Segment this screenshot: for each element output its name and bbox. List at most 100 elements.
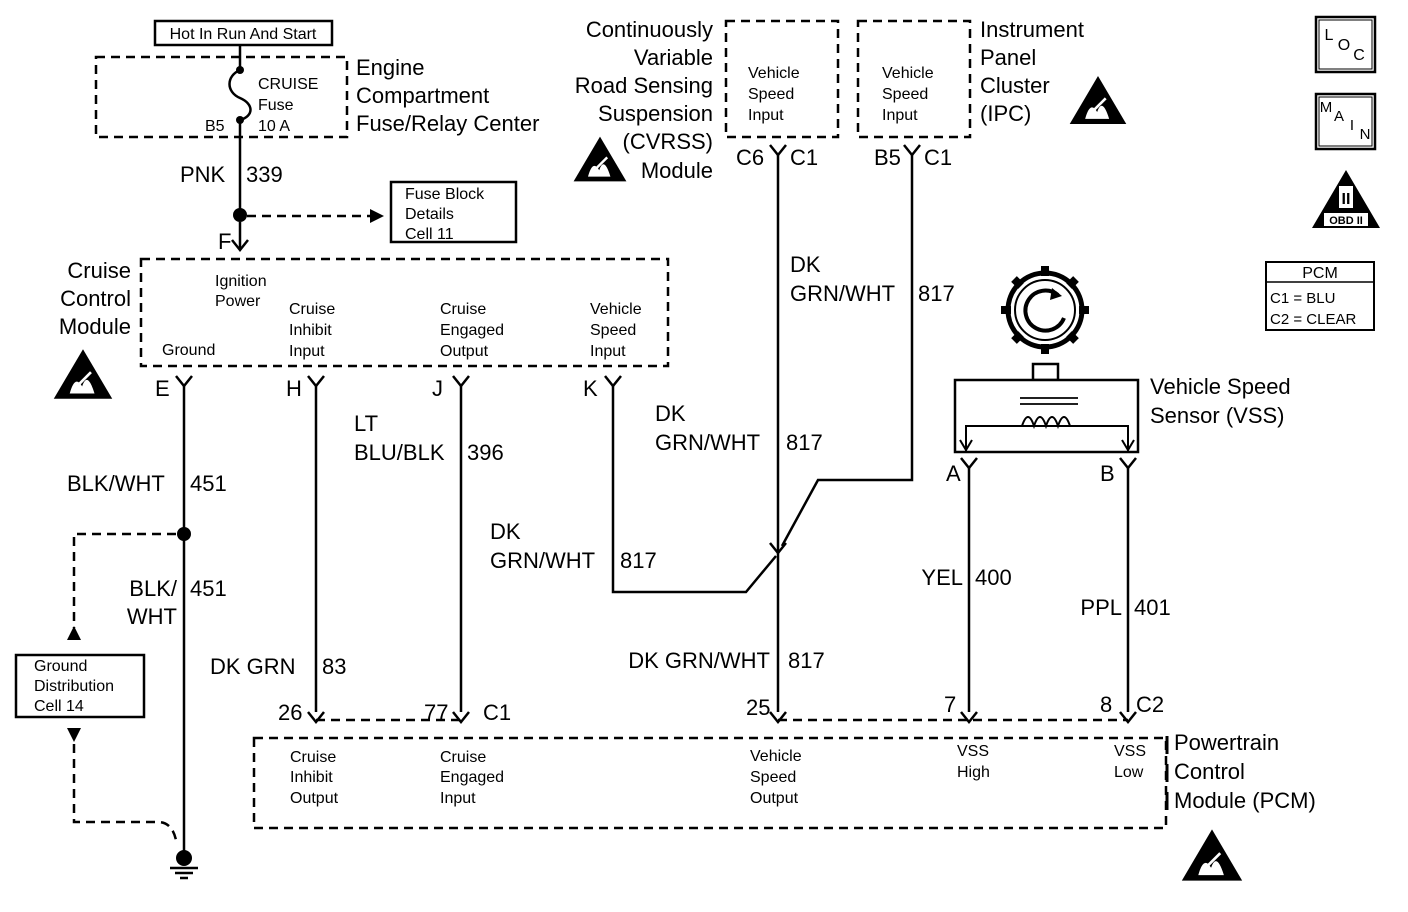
- pcm-connector-legend: PCM C1 = BLU C2 = CLEAR: [1265, 261, 1375, 331]
- ipc-inner-1: Vehicle: [882, 65, 934, 82]
- ref-line-1: Fuse Block: [405, 186, 485, 203]
- vss-pin-b: B: [1100, 461, 1115, 486]
- fuse-relay-center: Hot In Run And Start CRUISE Fuse 10 A B5…: [94, 19, 539, 215]
- cvrss-title-5: (CVRSS): [623, 129, 713, 154]
- vss-gear-icon: [1001, 266, 1089, 354]
- wire-label-blk-wht: BLK/WHT: [67, 471, 165, 496]
- ipc-title-3: Cluster: [980, 73, 1050, 98]
- cvrss-title-4: Suspension: [598, 101, 713, 126]
- ipc-pin-b5: B5: [874, 145, 901, 170]
- pcm-inhibit-1: Cruise: [290, 749, 336, 766]
- wire-circuit-401: 401: [1134, 595, 1171, 620]
- fuse-center-title-3: Fuse/Relay Center: [356, 111, 539, 136]
- ccm-engaged-3: Output: [440, 343, 489, 360]
- pcm-engaged-3: Input: [440, 790, 476, 807]
- arrow-down-icon: [67, 728, 81, 742]
- ipc-title-2: Panel: [980, 45, 1036, 70]
- main-label: MAIN: [1320, 99, 1371, 143]
- pcm-conn-c1: C1: [483, 700, 511, 725]
- fuse-block-details-ref[interactable]: Fuse Block Details Cell 11: [389, 180, 518, 244]
- pcm-title-3: Module (PCM): [1174, 788, 1316, 813]
- legend-pcm-c1: C1 = BLU: [1270, 290, 1335, 307]
- cvrss-title-6: Module: [641, 158, 713, 183]
- pin-j: J: [432, 376, 443, 401]
- esd-warning-icon: [52, 347, 114, 401]
- wire-circuit-451a: 451: [190, 471, 227, 496]
- ccm-vss-in-1: Vehicle: [590, 301, 642, 318]
- pin-f: F: [218, 229, 231, 254]
- vss-pin-a: A: [946, 461, 961, 486]
- fuse-block-outline: [94, 55, 349, 139]
- wire-817-bottom-circuit: 817: [788, 648, 825, 673]
- splice-junction-icon: [769, 542, 787, 556]
- ccm-vss-in-2: Speed: [590, 322, 636, 339]
- wire-label-yel: YEL: [921, 565, 963, 590]
- wire-circuit-396: 396: [467, 440, 504, 465]
- legend-pcm-c2: C2 = CLEAR: [1270, 311, 1356, 328]
- obd-label: OBD II: [1329, 215, 1363, 227]
- wire-817-mid-a: DK: [655, 401, 686, 426]
- main-icon[interactable]: MAIN: [1314, 92, 1377, 151]
- pin-k: K: [583, 376, 598, 401]
- pcm-pin-26: 26: [278, 700, 302, 725]
- pcm-inhibit-3: Output: [290, 790, 339, 807]
- ipc-inner-2: Speed: [882, 86, 928, 103]
- wire-circuit-83: 83: [322, 654, 346, 679]
- fuse-word: Fuse: [258, 97, 294, 114]
- ccm-engaged-2: Engaged: [440, 322, 504, 339]
- hot-in-run-box: [153, 19, 334, 47]
- wire-label-blu-blk: BLU/BLK: [354, 440, 445, 465]
- ignition-power-2: Power: [215, 293, 261, 310]
- pcm-engaged-2: Engaged: [440, 769, 504, 786]
- pcm-title-2: Control: [1174, 759, 1245, 784]
- esd-warning-icon: [1180, 827, 1244, 883]
- instrument-panel-cluster: Vehicle Speed Input Instrument Panel Clu…: [856, 17, 1128, 170]
- cvrss-conn-c1: C1: [790, 145, 818, 170]
- arrow-up-icon: [67, 626, 81, 640]
- ccm-inhibit-3: Input: [289, 343, 325, 360]
- vss-title-2: Sensor (VSS): [1150, 403, 1285, 428]
- cvrss-inner-1: Vehicle: [748, 65, 800, 82]
- ipc-conn-c1: C1: [924, 145, 952, 170]
- wire-817-bottom: DK GRN/WHT: [628, 648, 770, 673]
- loc-icon[interactable]: LOC: [1314, 15, 1377, 74]
- pcm-pin-7: 7: [944, 692, 956, 717]
- ipc-inner-3: Input: [882, 107, 918, 124]
- ipc-title-4: (IPC): [980, 101, 1031, 126]
- cvrss-inner-3: Input: [748, 107, 784, 124]
- ref-line-2: Details: [405, 206, 454, 223]
- gd-line-1: Ground: [34, 658, 87, 675]
- wire-label-lt: LT: [354, 411, 378, 436]
- wire-circuit-451b: 451: [190, 576, 227, 601]
- wire-label-ppl: PPL: [1080, 595, 1122, 620]
- ccm-engaged-1: Cruise: [440, 301, 486, 318]
- vehicle-speed-sensor: Vehicle Speed Sensor (VSS) A B: [946, 266, 1291, 486]
- wire-817-left-a: DK: [490, 519, 521, 544]
- pcm-engaged-1: Cruise: [440, 749, 486, 766]
- obd-roman: II: [1342, 191, 1351, 208]
- wire-circuit-400: 400: [975, 565, 1012, 590]
- ccm-inhibit-1: Cruise: [289, 301, 335, 318]
- fuse-terminal: B5: [205, 118, 225, 135]
- loc-label: LOC: [1325, 27, 1365, 64]
- ccm-pins: E H J K: [155, 375, 622, 401]
- legend-pcm-title: PCM: [1302, 265, 1338, 282]
- powertrain-control-module: Cruise Inhibit Output Cruise Engaged Inp…: [252, 730, 1316, 883]
- ccm-title-3: Module: [59, 314, 131, 339]
- pcm-title-1: Powertrain: [1174, 730, 1279, 755]
- connector-f-icon: [231, 239, 249, 253]
- ipc-title-1: Instrument: [980, 17, 1084, 42]
- ground-distribution-ref[interactable]: Ground Distribution Cell 14: [14, 653, 146, 719]
- wire-817-top-a: DK: [790, 252, 821, 277]
- pcm-conn-c2: C2: [1136, 692, 1164, 717]
- gd-line-2: Distribution: [34, 678, 114, 695]
- fuse-name: CRUISE: [258, 76, 318, 93]
- cvrss-inner-2: Speed: [748, 86, 794, 103]
- ignition-power-1: Ignition: [215, 273, 267, 290]
- wire-label-blk-2b: WHT: [127, 604, 177, 629]
- cvrss-module: Vehicle Speed Input Continuously Variabl…: [572, 17, 840, 183]
- ground-splice-dot: [177, 527, 191, 541]
- ccm-vss-in-3: Input: [590, 343, 626, 360]
- pcm-vss-high-2: High: [957, 764, 990, 781]
